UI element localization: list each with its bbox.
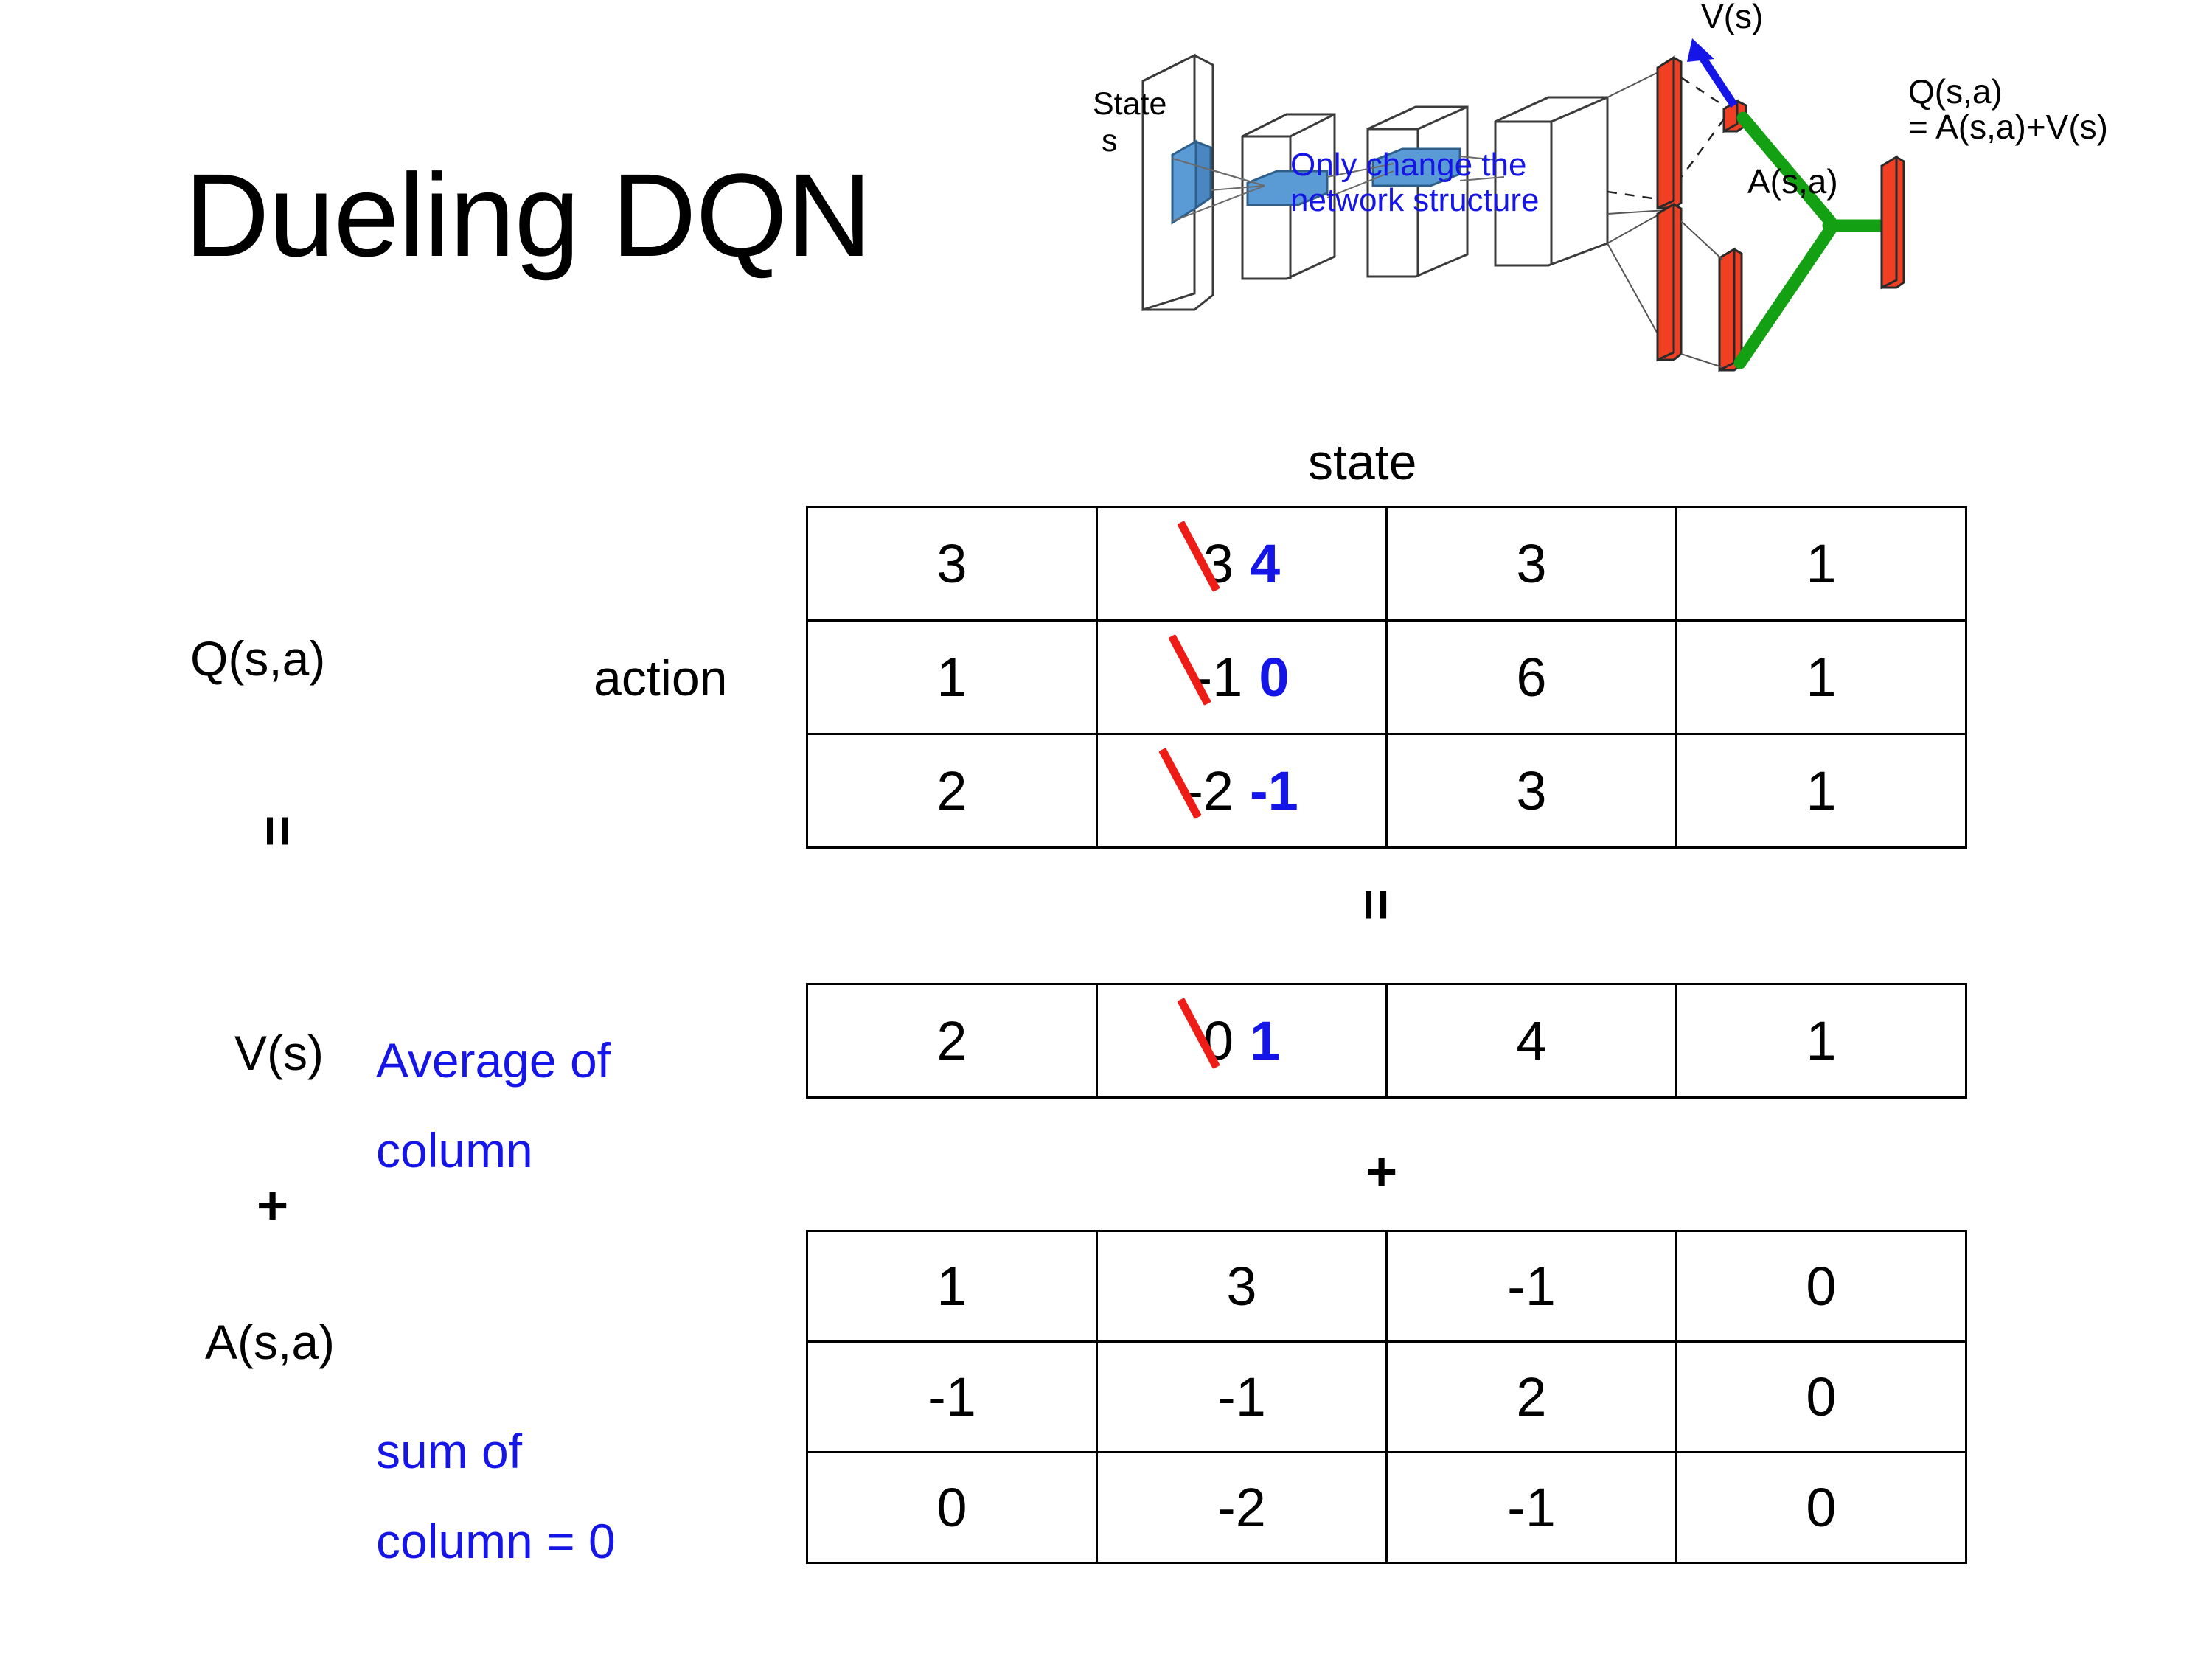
state-label-line2: s (1102, 123, 1118, 159)
sum-merge-lines (1733, 111, 1893, 369)
q-cell-r2c4[interactable]: 1 (1675, 619, 1967, 735)
new-value: 4 (1250, 533, 1281, 594)
table-row: 2 -2 -1 3 1 (806, 733, 1967, 849)
a-cell-r3c4[interactable]: 0 (1675, 1451, 1967, 1564)
q-cell-r1c4[interactable]: 1 (1675, 506, 1967, 622)
sum-note-line1: sum of (376, 1424, 523, 1478)
edited-cell: -2 -1 (1098, 735, 1385, 846)
a-cell-r1c2[interactable]: 3 (1096, 1230, 1388, 1343)
q-table-label: Q(s,a) (190, 631, 326, 686)
average-note-line1: Average of (376, 1033, 611, 1088)
v-table-label: V(s) (234, 1026, 324, 1080)
v-cell-c1[interactable]: 2 (806, 983, 1098, 1099)
struck-old-value: 3 (1203, 533, 1234, 594)
a-cell-r3c1[interactable]: 0 (806, 1451, 1098, 1564)
equals-sign-left: = (247, 815, 309, 847)
a-cell-r1c1[interactable]: 1 (806, 1230, 1098, 1343)
a-cell-r3c2[interactable]: -2 (1096, 1451, 1388, 1564)
diagram-q-label-line1: Q(s,a) (1908, 72, 2003, 111)
q-output-bar-icon (1880, 155, 1905, 290)
a-cell-r1c3[interactable]: -1 (1385, 1230, 1677, 1343)
q-cell-r2c2[interactable]: -1 0 (1096, 619, 1388, 735)
a-cell-r2c4[interactable]: 0 (1675, 1340, 1967, 1453)
fc-bar-value-icon (1656, 55, 1683, 210)
table-row: 3 3 4 3 1 (806, 506, 1967, 622)
diagram-a-label: A(s,a) (1747, 162, 1838, 201)
edited-cell: 3 4 (1098, 508, 1385, 619)
conv-layer-1-icon (1241, 113, 1336, 280)
v-cell-c4[interactable]: 1 (1675, 983, 1967, 1099)
table-row: 2 0 1 4 1 (806, 983, 1967, 1099)
connection-lines (1172, 156, 1505, 222)
average-note-line2: column (376, 1123, 533, 1178)
plus-sign-middle: + (1366, 1141, 1398, 1202)
plus-sign-left: + (257, 1175, 289, 1236)
q-cell-r1c3[interactable]: 3 (1385, 506, 1677, 622)
v-cell-c2[interactable]: 0 1 (1096, 983, 1388, 1099)
network-note-line2: network structure (1290, 182, 1540, 218)
page-title: Dueling DQN (184, 149, 872, 281)
action-axis-label: action (594, 650, 728, 706)
q-cell-r1c2[interactable]: 3 4 (1096, 506, 1388, 622)
table-row: 1 -1 0 6 1 (806, 619, 1967, 735)
state-label-line1: State (1093, 86, 1167, 122)
a-cell-r3c3[interactable]: -1 (1385, 1451, 1677, 1564)
q-value-table: 3 3 4 3 1 1 -1 0 6 (806, 506, 1967, 849)
new-value: -1 (1250, 760, 1298, 821)
a-table-label: A(s,a) (205, 1315, 335, 1369)
advantage-output-bar-icon (1718, 247, 1743, 372)
a-cell-r2c1[interactable]: -1 (806, 1340, 1098, 1453)
a-cell-r1c4[interactable]: 0 (1675, 1230, 1967, 1343)
edited-cell: 0 1 (1098, 985, 1385, 1096)
diagram-v-label: V(s) (1701, 0, 1764, 35)
edited-cell: -1 0 (1098, 622, 1385, 733)
struck-old-value: 0 (1203, 1010, 1234, 1071)
value-output-arrow-icon (1687, 38, 1738, 108)
state-axis-label: state (1308, 434, 1417, 490)
fc-bar-advantage-icon (1656, 202, 1683, 362)
branch-lines (1607, 69, 1667, 344)
table-row: 0 -2 -1 0 (806, 1451, 1967, 1564)
struck-old-value: -2 (1185, 760, 1234, 821)
a-cell-r2c2[interactable]: -1 (1096, 1340, 1388, 1453)
q-cell-r3c4[interactable]: 1 (1675, 733, 1967, 849)
a-cell-r2c3[interactable]: 2 (1385, 1340, 1677, 1453)
q-cell-r2c1[interactable]: 1 (806, 619, 1098, 735)
q-cell-r2c3[interactable]: 6 (1385, 619, 1677, 735)
q-cell-r3c2[interactable]: -2 -1 (1096, 733, 1388, 849)
v-value-table: 2 0 1 4 1 (806, 983, 1967, 1099)
new-value: 0 (1259, 647, 1290, 708)
input-plane-icon (1141, 53, 1214, 312)
value-stream-dashed-lines (1607, 66, 1731, 202)
sum-note-line2: column = 0 (376, 1514, 616, 1568)
new-value: 1 (1250, 1010, 1281, 1071)
equals-sign-middle: = (1346, 888, 1408, 921)
q-cell-r3c3[interactable]: 3 (1385, 733, 1677, 849)
advantage-value-table: 1 3 -1 0 -1 -1 2 0 0 -2 -1 0 (806, 1230, 1967, 1564)
table-row: -1 -1 2 0 (806, 1340, 1967, 1453)
conv-layer-2-icon (1366, 105, 1469, 278)
q-cell-r3c1[interactable]: 2 (806, 733, 1098, 849)
diagram-q-label-line2: = A(s,a)+V(s) (1908, 108, 2108, 146)
v-cell-c3[interactable]: 4 (1385, 983, 1677, 1099)
network-architecture-svg (1141, 38, 1905, 372)
table-row: 1 3 -1 0 (806, 1230, 1967, 1343)
struck-old-value: -1 (1194, 647, 1243, 708)
dueling-network-diagram: State s Only change the network structur… (1091, 0, 2212, 420)
network-note-line1: Only change the (1290, 147, 1527, 183)
q-cell-r1c1[interactable]: 3 (806, 506, 1098, 622)
